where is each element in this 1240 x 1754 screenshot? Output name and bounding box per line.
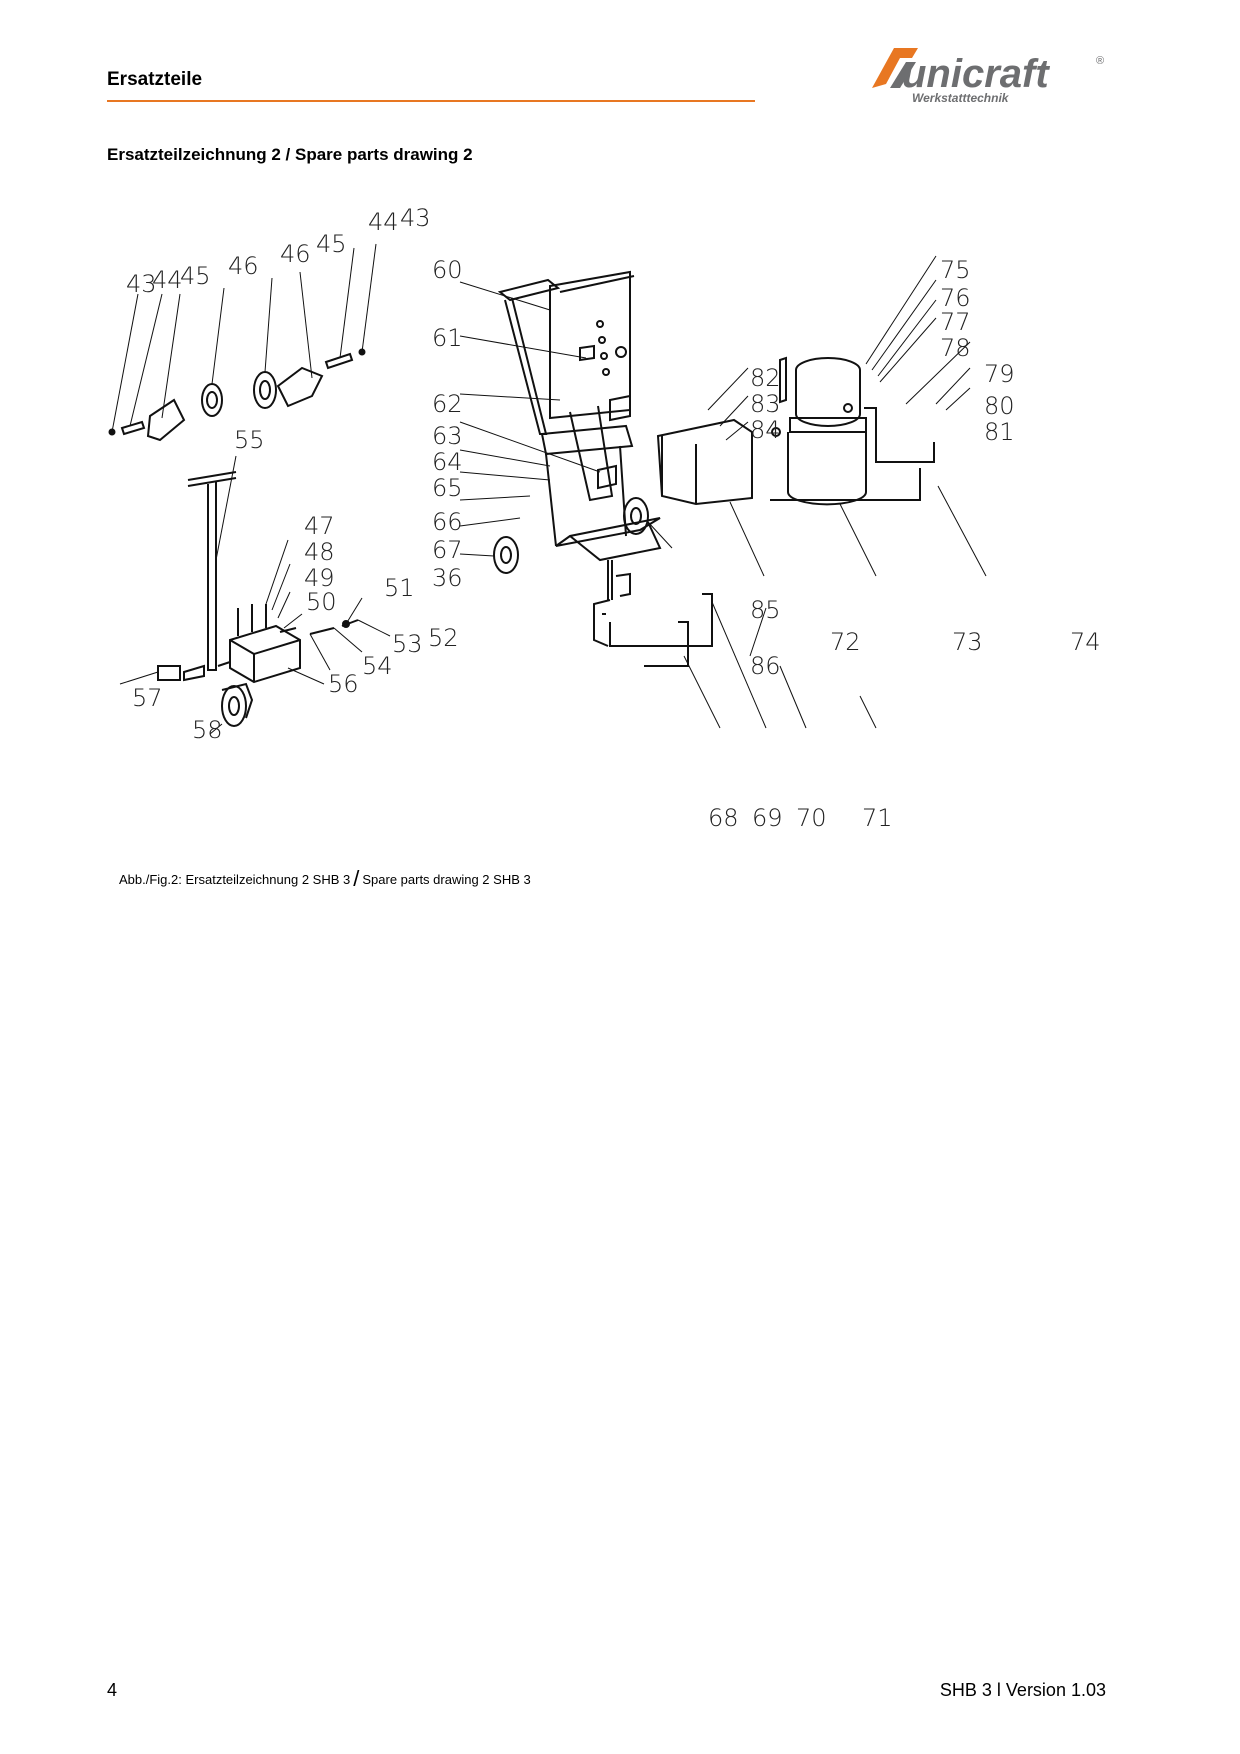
part-label: 49 — [304, 564, 335, 592]
part-label: 36 — [432, 564, 463, 592]
document-version: SHB 3 l Version 1.03 — [939, 1680, 1106, 1700]
part-label: 58 — [192, 716, 223, 744]
part-label: 70 — [796, 804, 827, 832]
part-label: 71 — [862, 804, 893, 832]
part-label: 52 — [428, 624, 459, 652]
part-label: 47 — [304, 512, 335, 540]
part-label: 56 — [328, 670, 359, 698]
part-label: 66 — [432, 508, 463, 536]
part-label: 44 — [368, 208, 399, 236]
part-label: 61 — [432, 324, 463, 352]
part-label: 65 — [432, 474, 463, 502]
unicraft-logo: unicraft ® Werkstatttechnik — [872, 48, 1104, 105]
part-label: 86 — [750, 652, 781, 680]
part-label: 46 — [228, 252, 259, 280]
part-label: 45 — [180, 262, 211, 290]
part-label: 67 — [432, 536, 463, 564]
part-label: 69 — [752, 804, 783, 832]
part-label: 63 — [432, 422, 463, 450]
part-label: 43 — [126, 270, 157, 298]
figure-caption: Abb./Fig.2: Ersatzteilzeichnung 2 SHB 3/… — [119, 866, 531, 892]
caption-english: Spare parts drawing 2 SHB 3 — [362, 872, 531, 887]
part-label: 54 — [362, 652, 393, 680]
part-label: 78 — [940, 334, 971, 362]
part-label: 64 — [432, 448, 463, 476]
page-header-title: Ersatzteile — [107, 69, 203, 90]
spare-parts-drawing: 43 44 45 46 46 45 44 43 55 47 48 49 50 5… — [108, 204, 1101, 832]
part-number-labels: 43 44 45 46 46 45 44 43 55 47 48 49 50 5… — [126, 204, 1101, 832]
part-label: 84 — [750, 416, 781, 444]
part-label: 85 — [750, 596, 781, 624]
part-label: 44 — [152, 266, 183, 294]
part-label: 43 — [400, 204, 431, 232]
logo-tagline: Werkstatttechnik — [912, 91, 1010, 105]
part-label: 83 — [750, 390, 781, 418]
part-label: 48 — [304, 538, 335, 566]
logo-mark-icon — [872, 48, 918, 88]
part-label: 60 — [432, 256, 463, 284]
part-label: 81 — [984, 418, 1015, 446]
part-label: 45 — [316, 230, 347, 258]
caption-slash: / — [353, 866, 360, 891]
part-label: 57 — [132, 684, 163, 712]
part-label: 51 — [384, 574, 415, 602]
part-label: 79 — [984, 360, 1015, 388]
part-label: 74 — [1070, 628, 1101, 656]
page-number: 4 — [107, 1680, 118, 1700]
section-title: Ersatzteilzeichnung 2 / Spare parts draw… — [107, 145, 473, 164]
part-label: 55 — [234, 426, 265, 454]
part-label: 73 — [952, 628, 983, 656]
part-label: 75 — [940, 256, 971, 284]
part-label: 68 — [708, 804, 739, 832]
part-label: 82 — [750, 364, 781, 392]
part-label: 46 — [280, 240, 311, 268]
logo-brand: unicraft — [902, 52, 1050, 96]
part-label: 50 — [306, 588, 337, 616]
part-label: 62 — [432, 390, 463, 418]
part-label: 76 — [940, 284, 971, 312]
header-divider — [107, 100, 755, 102]
part-label: 72 — [830, 628, 861, 656]
part-label: 80 — [984, 392, 1015, 420]
logo-registered: ® — [1096, 55, 1104, 67]
part-label: 77 — [940, 308, 971, 336]
part-label: 53 — [392, 630, 423, 658]
caption-german: Abb./Fig.2: Ersatzteilzeichnung 2 SHB 3 — [119, 872, 351, 887]
